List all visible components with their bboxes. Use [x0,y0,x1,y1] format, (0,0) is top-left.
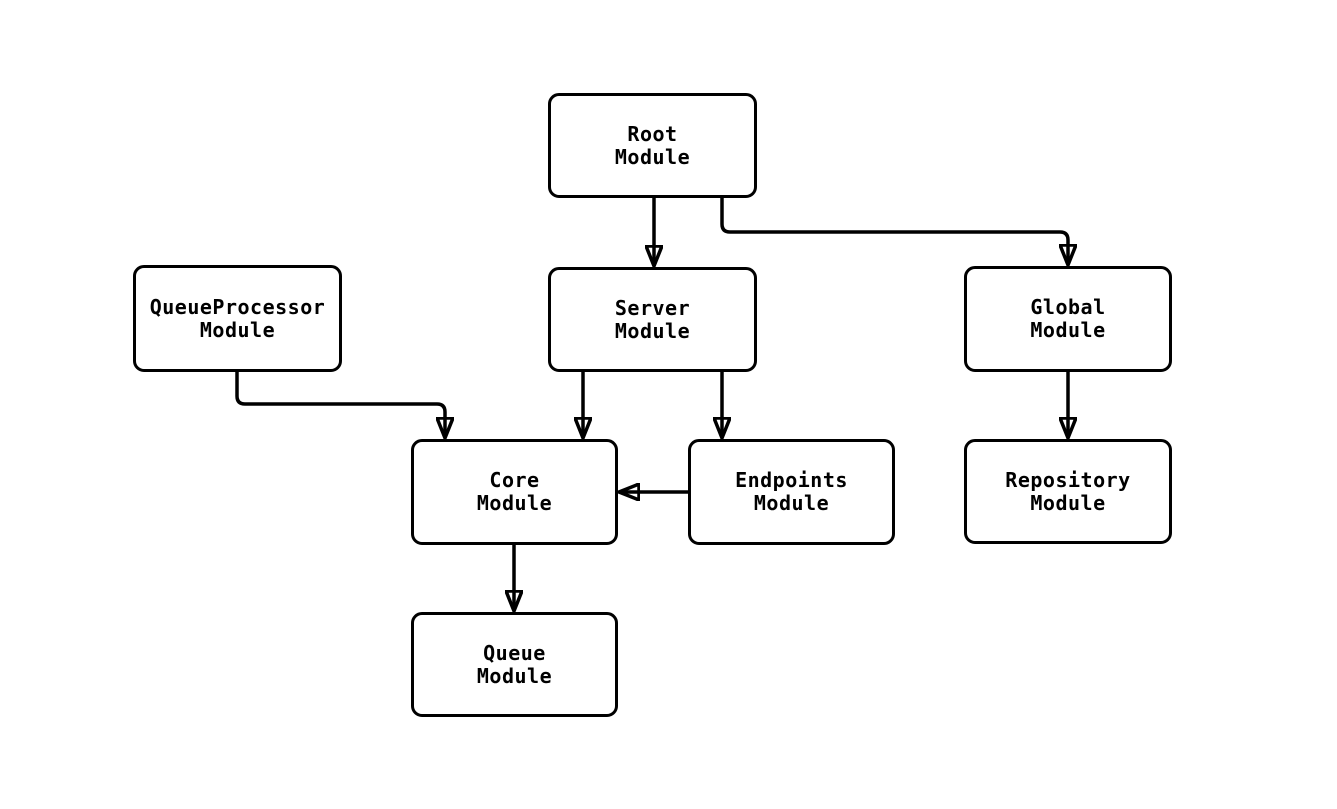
node-queueprocessor-module: QueueProcessor Module [133,265,342,372]
node-repository-module: Repository Module [964,439,1172,544]
node-root-module: Root Module [548,93,757,198]
node-root-module-label: Root Module [614,121,691,169]
edge-root-to-global [720,198,1068,263]
node-server-module: Server Module [548,267,757,372]
node-queueprocessor-module-label: QueueProcessor Module [149,294,326,342]
node-global-module: Global Module [964,266,1172,372]
edge-queueprocessor-to-core [235,372,445,436]
node-core-module: Core Module [411,439,618,545]
node-global-module-label: Global Module [1030,295,1106,342]
node-queue-module: Queue Module [411,612,618,717]
node-core-module-label: Core Module [476,468,553,515]
node-server-module-label: Server Module [614,295,691,343]
node-endpoints-module: Endpoints Module [688,439,895,545]
node-queue-module-label: Queue Module [476,640,553,688]
node-repository-module-label: Repository Module [1005,467,1131,515]
node-endpoints-module-label: Endpoints Module [735,468,848,515]
